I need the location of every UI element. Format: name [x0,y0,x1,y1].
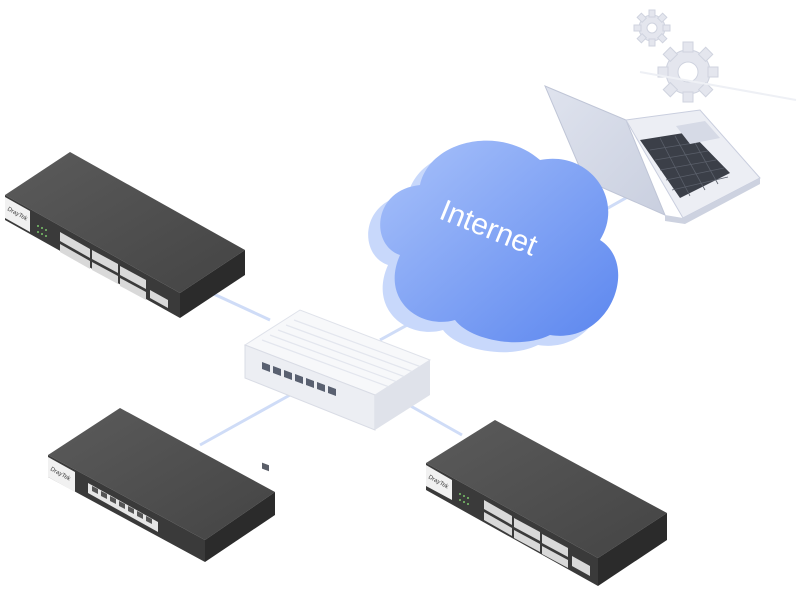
switch-bottom-right: DrayTek [426,420,667,586]
link-router-switch-top-left [204,288,271,322]
internet-cloud: Internet [368,140,619,353]
link-router-switch-bottom-left [199,393,291,447]
gear-icon [633,9,797,103]
switch-bottom-left: DrayTek [48,408,275,562]
switch-top-left: DrayTek [5,152,245,318]
central-router [243,309,432,472]
laptop-icon [544,85,761,224]
